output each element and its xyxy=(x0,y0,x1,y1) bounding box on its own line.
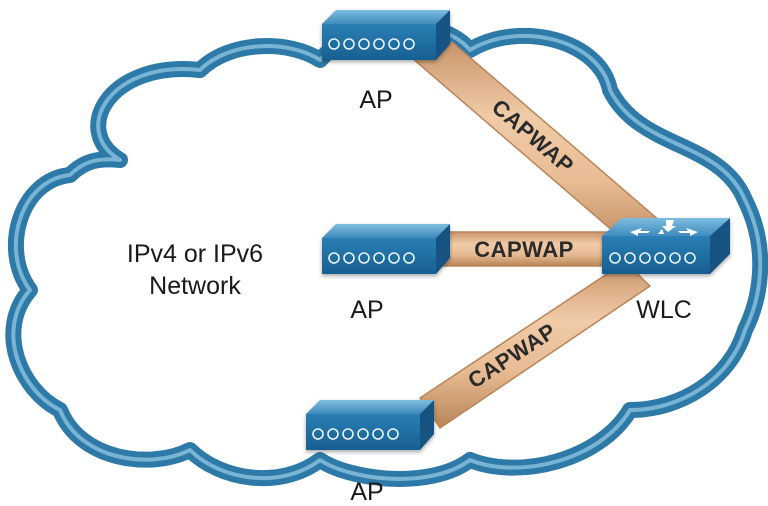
ap-label-middle: AP xyxy=(350,296,383,324)
access-point-top xyxy=(321,9,451,61)
wireless-lan-controller xyxy=(602,218,730,274)
access-point-bottom xyxy=(305,399,435,451)
ap-label-bottom: AP xyxy=(350,478,383,506)
access-point-middle xyxy=(321,223,451,275)
wlc-arrows-icon xyxy=(630,220,698,236)
network-label-line2: Network xyxy=(149,272,241,300)
network-label-line1: IPv4 or IPv6 xyxy=(127,240,263,268)
capwap-label-middle: CAPWAP xyxy=(474,237,574,262)
ap-label-top: AP xyxy=(359,86,392,114)
wlc-label: WLC xyxy=(636,296,692,324)
